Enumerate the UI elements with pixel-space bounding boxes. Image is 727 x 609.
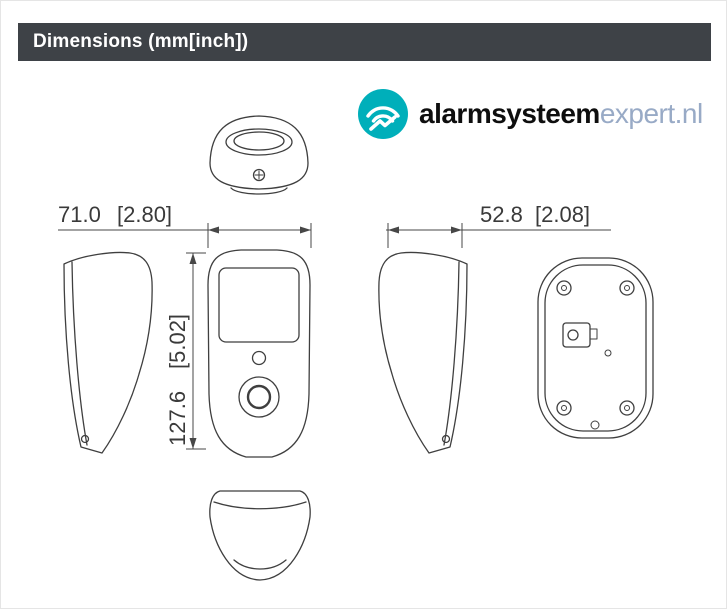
arrow-down-icon <box>189 438 197 449</box>
width-dimension: 71.0 [2.80] <box>58 202 312 248</box>
mounting-boss <box>556 400 572 416</box>
height-mm-label: 127.6 <box>165 391 190 446</box>
section-title: Dimensions (mm[inch]) <box>33 31 249 52</box>
bottom-view-housing <box>209 490 311 581</box>
arrow-left-icon <box>388 226 399 234</box>
bottom-view-seam-upper <box>213 501 307 510</box>
bottom-view-seam-lower <box>233 559 287 570</box>
front-view-drawing <box>207 249 311 458</box>
width-inch-label: [2.80] <box>117 202 172 227</box>
camera-lens-outer <box>238 376 280 418</box>
height-dimension: 127.6 [5.02] <box>165 252 206 450</box>
check-swoosh-icon <box>369 115 397 131</box>
pir-window <box>218 267 300 343</box>
mounting-hole <box>624 405 630 411</box>
depth-dimension: 52.8 [2.08] <box>386 202 611 248</box>
arrow-right-icon <box>451 226 462 234</box>
top-view-lip <box>230 187 288 195</box>
mounting-boss <box>619 280 635 296</box>
brand-name-suffix: expert.nl <box>599 98 703 129</box>
bottom-view-drawing <box>209 490 311 581</box>
led-indicator <box>251 350 267 366</box>
screw-cross-icon <box>254 170 264 180</box>
mounting-hole <box>561 285 567 291</box>
arrow-up-icon <box>189 253 197 264</box>
cable-bracket <box>562 322 591 348</box>
left-side-profile <box>63 251 153 454</box>
left-side-screw-icon <box>80 434 90 444</box>
arrow-left-icon <box>208 226 219 234</box>
right-side-backplate-line <box>443 261 460 446</box>
back-housing-outer <box>537 257 654 439</box>
signal-arc-outer-icon <box>366 106 400 118</box>
brand-name: alarmsysteemexpert.nl <box>419 98 703 130</box>
arrow-right-icon <box>300 226 311 234</box>
top-view-drawing <box>209 115 309 195</box>
cable-bracket-hole <box>567 329 579 341</box>
right-side-profile <box>378 251 468 454</box>
width-mm-label: 71.0 <box>58 202 101 227</box>
top-view-housing <box>209 115 309 190</box>
left-side-backplate-line <box>71 261 88 446</box>
bottom-hole <box>590 420 600 430</box>
brand-logo: alarmsysteemexpert.nl <box>356 86 703 142</box>
mounting-hole <box>561 405 567 411</box>
back-housing-inner <box>544 264 647 432</box>
screw-icon <box>252 168 266 182</box>
center-hole <box>604 349 612 357</box>
lens-dome-outer <box>225 128 293 156</box>
height-inch-label: [5.02] <box>165 314 190 369</box>
brand-name-bold: alarmsysteem <box>419 98 600 129</box>
back-view-drawing <box>537 257 654 439</box>
mounting-boss <box>619 400 635 416</box>
depth-mm-label: 52.8 <box>480 202 523 227</box>
cable-bracket-tab <box>589 328 598 340</box>
mounting-boss <box>556 280 572 296</box>
brand-logo-icon <box>358 89 408 139</box>
lens-dome-inner <box>233 131 285 151</box>
left-side-view-drawing <box>63 251 153 454</box>
camera-lens-inner <box>246 384 272 410</box>
mounting-hole <box>624 285 630 291</box>
section-header-bar: Dimensions (mm[inch]) <box>18 23 711 61</box>
right-side-view-drawing <box>378 251 468 454</box>
logo-circle <box>358 89 408 139</box>
depth-inch-label: [2.08] <box>535 202 590 227</box>
right-side-screw-icon <box>441 434 451 444</box>
front-housing <box>207 249 311 458</box>
